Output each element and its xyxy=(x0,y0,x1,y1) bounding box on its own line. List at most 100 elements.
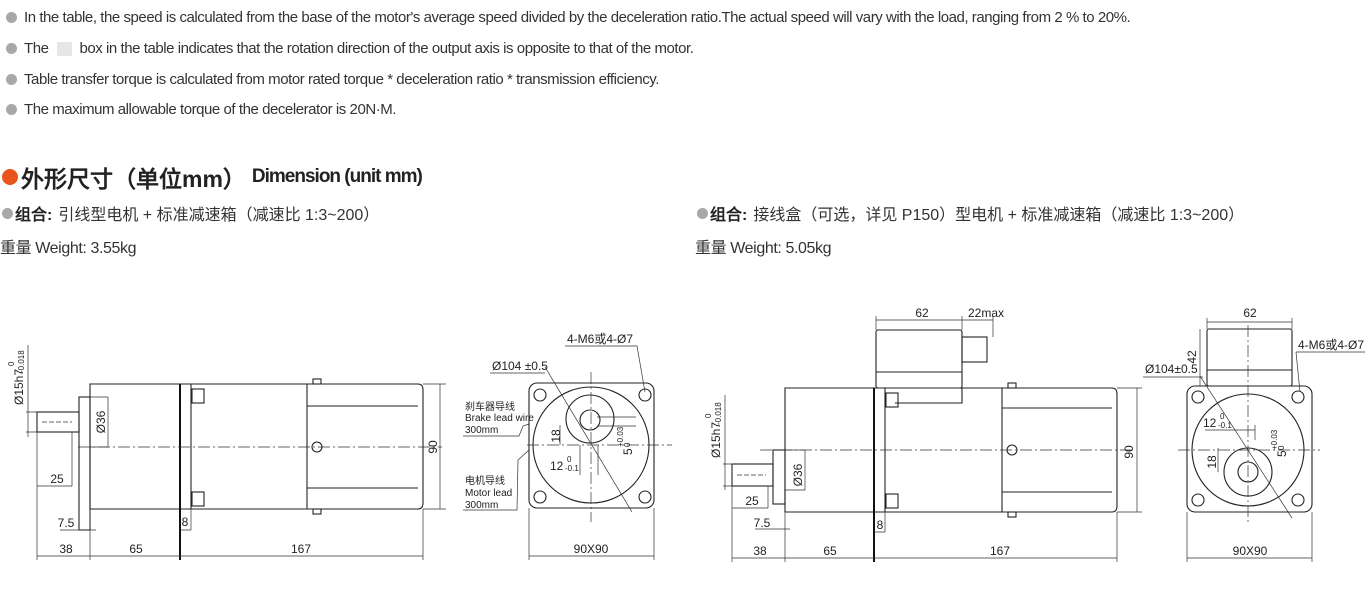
weight-zh: 重量 xyxy=(0,240,32,257)
tol-down: -0.018 xyxy=(17,350,26,373)
bullet-icon xyxy=(6,12,17,23)
dim-25: 25 xyxy=(50,472,64,486)
combo-label: 组合: xyxy=(710,207,748,224)
terminal-icon xyxy=(191,388,205,404)
dim-65: 65 xyxy=(823,544,837,558)
brake-lead-zh: 刹车器导线 xyxy=(465,400,515,413)
tol-down: 0 xyxy=(1277,445,1286,450)
dim-key-5: 5 xyxy=(1275,450,1289,457)
dim-boss-dia: Ø36 xyxy=(791,463,805,486)
dim-shaft-dia: Ø15h7 xyxy=(709,422,723,458)
terminal-box xyxy=(1206,328,1293,387)
dim-167: 167 xyxy=(291,542,311,556)
bullet-icon xyxy=(6,74,17,85)
motor-lead-en: Motor lead xyxy=(465,488,512,499)
grey-box-swatch xyxy=(56,41,72,56)
dim-7-5: 7.5 xyxy=(754,516,771,530)
terminal-box xyxy=(875,329,963,389)
note-speed: In the table, the speed is calculated fr… xyxy=(6,9,1131,26)
side-view-lead-motor: 25 7.5 8 38 65 167 90 Ø36 Ø15h7 0 -0.018 xyxy=(7,345,446,560)
right-combination: 组合: 接线盒（可选，详见 P150）型电机 + 标准减速箱（减速比 1:3~20… xyxy=(697,201,1244,225)
combo-text: 引线型电机 + 标准减速箱（减速比 1:3~200） xyxy=(58,207,380,224)
dim-key-18: 18 xyxy=(549,429,563,443)
dim-8: 8 xyxy=(877,518,884,532)
dim-key-18: 18 xyxy=(1205,455,1219,469)
note-max-torque: The maximum allowable torque of the dece… xyxy=(6,101,396,118)
dim-38: 38 xyxy=(753,544,767,558)
weight-en: Weight: 5.05kg xyxy=(730,240,832,257)
terminal-icon xyxy=(885,493,899,509)
tol-down: -0.018 xyxy=(714,402,723,425)
combo-label: 组合: xyxy=(15,207,53,224)
dim-65: 65 xyxy=(129,542,143,556)
center-mark-icon xyxy=(1006,444,1018,456)
bullet-icon xyxy=(6,104,17,115)
dim-boss-dia: Ø36 xyxy=(94,410,108,433)
note-text: Table transfer torque is calculated from… xyxy=(24,71,659,88)
tol-up: +0.03 xyxy=(616,426,625,447)
dim-38: 38 xyxy=(59,542,73,556)
dim-25: 25 xyxy=(745,494,759,508)
dim-shaft-dia: Ø15h7 xyxy=(12,369,26,405)
screw-icon xyxy=(312,508,322,515)
dim-pcd: Ø104±0.5 xyxy=(1145,362,1198,376)
brake-lead-en: Brake lead wire xyxy=(465,413,534,424)
left-weight: 重量 Weight: 3.55kg xyxy=(0,234,136,258)
note-text: In the table, the speed is calculated fr… xyxy=(24,9,1131,26)
note-direction: The box in the table indicates that the r… xyxy=(6,40,694,57)
front-view-terminal-box-motor: 62 42 Ø104±0.5 4-M6或4-Ø7 12 0 -0.1 18 5 … xyxy=(1143,306,1365,562)
dim-8: 8 xyxy=(182,515,189,529)
dim-62: 62 xyxy=(915,306,929,320)
note-text: The xyxy=(24,40,49,57)
center-mark-icon xyxy=(311,441,323,453)
tol-up: 0 xyxy=(1220,412,1225,421)
dim-pcd: Ø104 ±0.5 xyxy=(492,359,548,373)
left-combination: 组合: 引线型电机 + 标准减速箱（减速比 1:3~200） xyxy=(2,201,379,225)
dim-7-5: 7.5 xyxy=(58,516,75,530)
weight-zh: 重量 xyxy=(695,240,727,257)
screw-icon xyxy=(1007,511,1017,518)
screw-icon xyxy=(1007,382,1017,389)
tol-up: +0.03 xyxy=(1270,429,1279,450)
dim-holes: 4-M6或4-Ø7 xyxy=(1298,338,1364,352)
heading-en: Dimension (unit mm) xyxy=(251,166,423,187)
note-torque: Table transfer torque is calculated from… xyxy=(6,71,659,88)
brake-lead-length: 300mm xyxy=(465,425,498,436)
dim-square: 90X90 xyxy=(1233,544,1268,558)
dim-square: 90X90 xyxy=(574,542,609,556)
dim-42: 42 xyxy=(1185,350,1199,364)
note-text: box in the table indicates that the rota… xyxy=(79,40,694,57)
tol-down: 0 xyxy=(623,442,632,447)
terminal-icon xyxy=(885,392,899,408)
side-view-terminal-box-motor: 62 22max 25 7.5 8 38 65 167 90 Ø36 Ø15h7… xyxy=(704,306,1142,562)
heading-bullet-icon xyxy=(2,169,18,185)
dim-key-12: 12 xyxy=(1203,416,1217,430)
cable-gland-icon xyxy=(961,336,988,363)
dim-167: 167 xyxy=(990,544,1010,558)
motor-lead-zh: 电机导线 xyxy=(465,474,505,487)
note-text: The maximum allowable torque of the dece… xyxy=(24,101,397,118)
tol-up: 0 xyxy=(567,455,572,464)
dim-62: 62 xyxy=(1243,306,1257,320)
dim-key-12: 12 xyxy=(550,459,564,473)
tol-down: -0.1 xyxy=(1218,421,1232,430)
tol-up: 0 xyxy=(704,413,713,418)
combo-text: 接线盒（可选，详见 P150）型电机 + 标准减速箱（减速比 1:3~200） xyxy=(753,207,1245,224)
dim-22max: 22max xyxy=(968,306,1004,320)
screw-icon xyxy=(312,378,322,385)
shaft-icon xyxy=(579,409,601,431)
tol-down: -0.1 xyxy=(565,464,579,473)
dim-holes: 4-M6或4-Ø7 xyxy=(567,332,633,346)
bullet-icon xyxy=(697,207,708,219)
dim-key-5: 5 xyxy=(621,448,635,455)
dim-90: 90 xyxy=(426,440,440,454)
weight-en: Weight: 3.55kg xyxy=(35,240,137,257)
section-heading: 外形尺寸（单位mm） Dimension (unit mm) xyxy=(2,160,423,194)
terminal-icon xyxy=(191,491,205,507)
motor-lead-length: 300mm xyxy=(465,500,498,511)
heading-zh: 外形尺寸（单位mm） xyxy=(21,166,246,192)
dim-90: 90 xyxy=(1122,445,1136,459)
front-view-lead-motor: Ø104 ±0.5 4-M6或4-Ø7 18 12 0 -0.1 5 +0.03… xyxy=(463,332,672,560)
right-weight: 重量 Weight: 5.05kg xyxy=(695,234,831,258)
